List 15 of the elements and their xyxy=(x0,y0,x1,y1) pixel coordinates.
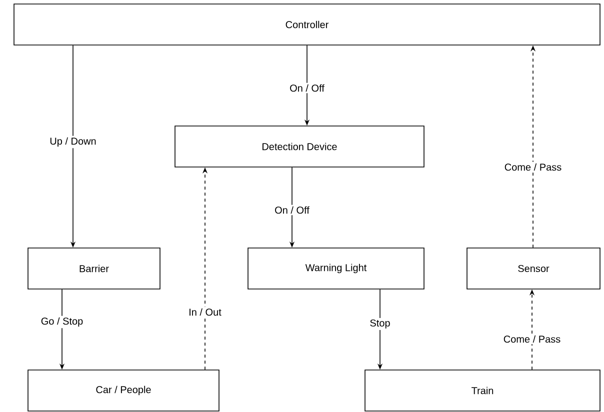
process-box: Barrier xyxy=(28,248,160,290)
process-box: Car / People xyxy=(28,370,220,412)
edge-label: Stop xyxy=(368,318,392,330)
edge-label: Go / Stop xyxy=(39,316,85,328)
edge-label: In / Out xyxy=(187,306,223,318)
process-box: Sensor xyxy=(466,248,600,290)
edge-label: On / Off xyxy=(273,204,311,216)
edge-label: Come / Pass xyxy=(502,334,562,344)
edge-label: On / Off xyxy=(288,82,326,94)
process-box: Controller xyxy=(14,4,600,46)
edge-label: Come / Pass xyxy=(502,162,564,172)
edge-label: Up / Down xyxy=(48,136,98,148)
process-box: Warning Light xyxy=(248,248,424,290)
process-box: Train xyxy=(364,370,600,412)
process-box: Detection Device xyxy=(174,126,424,168)
